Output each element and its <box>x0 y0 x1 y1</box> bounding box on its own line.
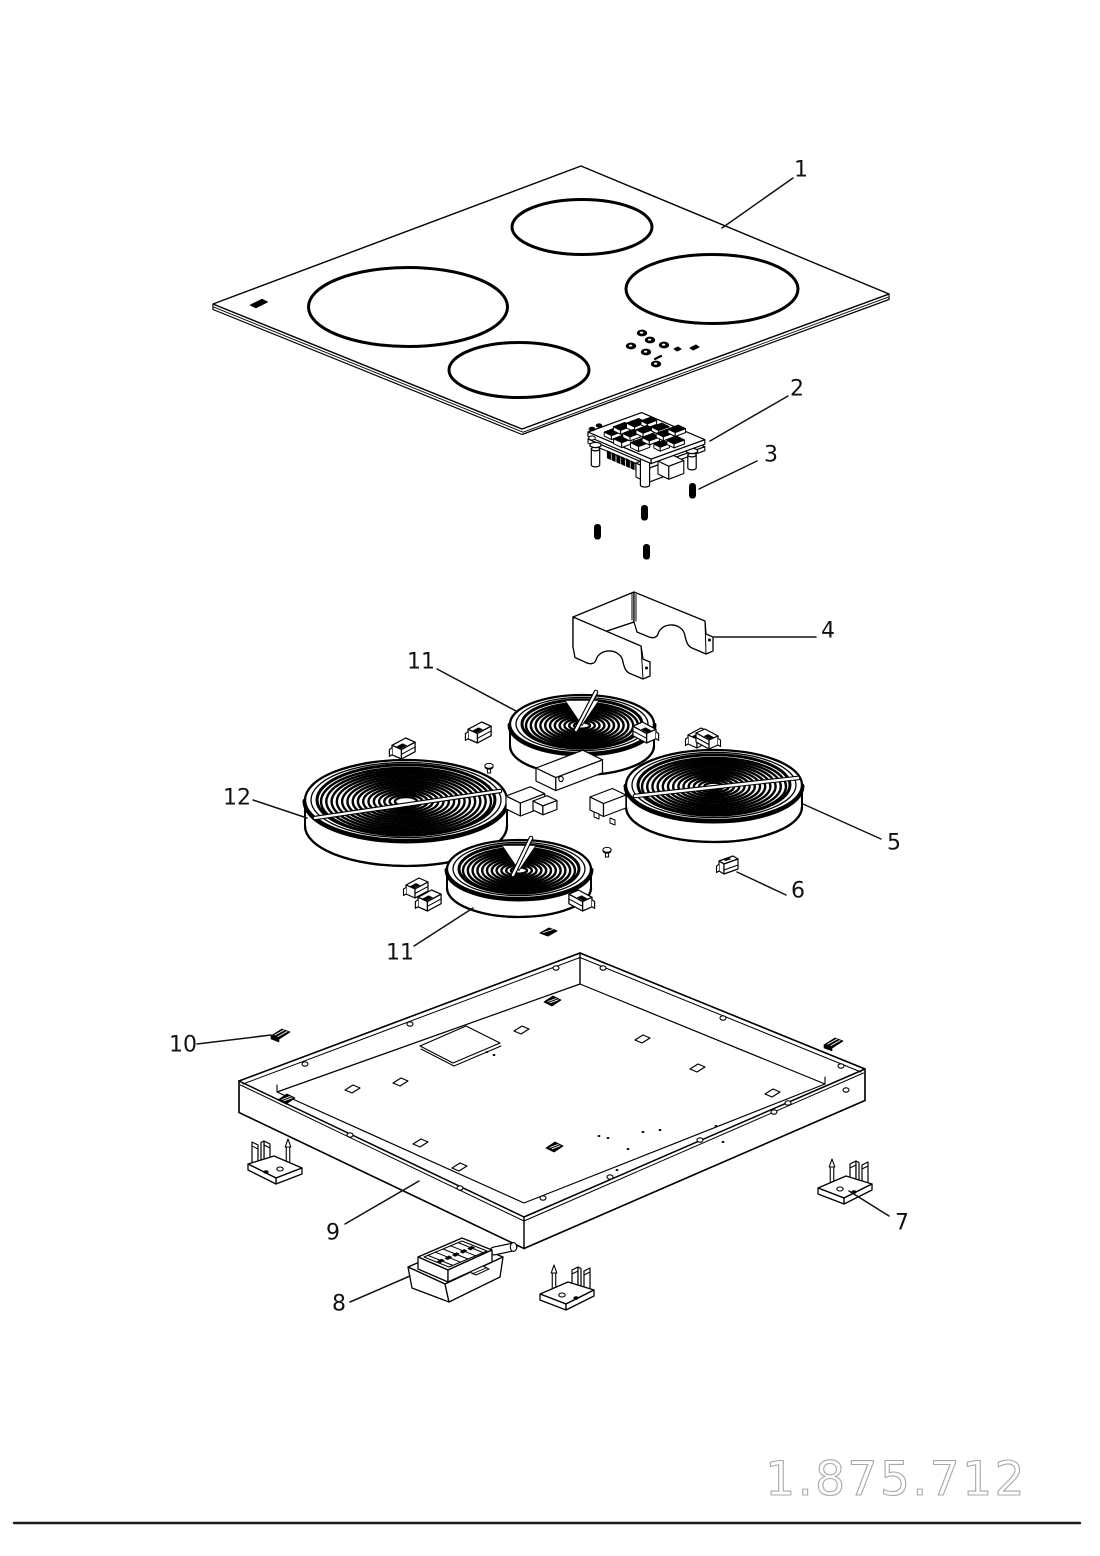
spring-clips <box>388 721 722 937</box>
callout-1-label-0: 1 <box>794 158 808 183</box>
callout-7-leader-11 <box>848 1190 890 1217</box>
corner-bracket-front <box>539 1264 595 1311</box>
element-relay <box>589 787 627 826</box>
fixing-clip-right <box>823 1037 844 1052</box>
callout-5-leader-6 <box>802 803 882 840</box>
callout-11-label-4: 11 <box>407 650 435 675</box>
corner-bracket-right <box>817 1158 873 1205</box>
callout-12-label-5: 12 <box>223 786 251 811</box>
glass-top <box>212 165 890 436</box>
terminal-block <box>407 1237 518 1303</box>
corner-bracket-left <box>247 1138 303 1185</box>
callout-7-label-11: 7 <box>895 1211 909 1236</box>
callout-3-label-2: 3 <box>764 443 778 468</box>
callout-9-label-10: 9 <box>326 1221 340 1246</box>
callout-9-leader-10 <box>344 1180 420 1225</box>
callout-12-leader-5 <box>252 799 308 819</box>
callout-3-leader-2 <box>698 460 758 490</box>
mounting-pins <box>594 483 696 560</box>
callout-8-leader-12 <box>349 1275 411 1303</box>
cover-bracket <box>572 591 714 680</box>
callout-10-label-9: 10 <box>169 1033 197 1058</box>
callout-10-leader-9 <box>196 1034 272 1045</box>
callout-6-label-7: 6 <box>791 879 805 904</box>
callout-11-leader-8 <box>413 907 474 947</box>
callout-6-leader-7 <box>736 871 787 896</box>
callout-leaders <box>196 177 890 1303</box>
heating-element-top <box>507 689 657 792</box>
callout-8-label-12: 8 <box>332 1292 346 1317</box>
control-board <box>587 412 706 488</box>
fixing-clip-left <box>270 1028 291 1043</box>
callout-11-leader-4 <box>436 668 517 712</box>
callout-5-label-6: 5 <box>887 831 901 856</box>
callout-11-label-8: 11 <box>386 941 414 966</box>
heating-element-bottom <box>444 835 594 919</box>
bottom-pan <box>238 952 866 1250</box>
callout-1-leader-0 <box>721 177 794 229</box>
heating-element-large <box>302 758 558 868</box>
drawing-number: 1.875.712 <box>765 1452 1027 1507</box>
heating-element-right <box>623 748 805 844</box>
clip-6 <box>715 855 739 875</box>
callout-2-leader-1 <box>709 395 789 442</box>
callout-4-label-3: 4 <box>821 619 835 644</box>
callout-2-label-1: 2 <box>790 377 804 402</box>
